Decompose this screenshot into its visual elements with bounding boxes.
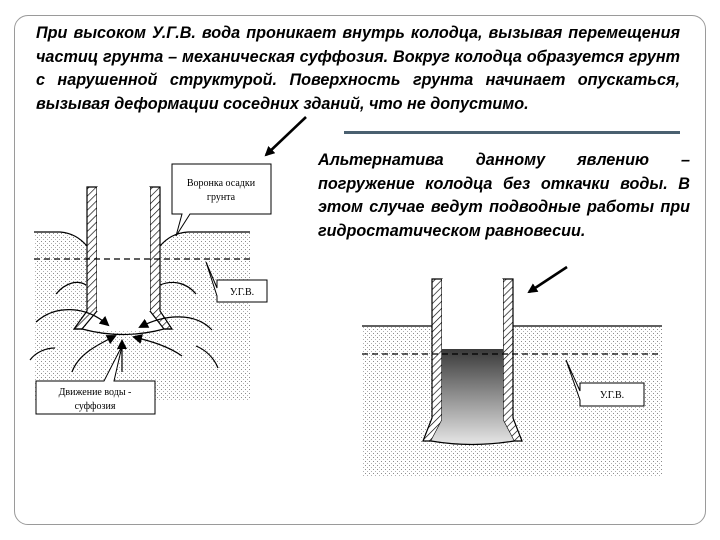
flow-callout-line2: суффозия [75, 401, 116, 412]
divider-line [344, 131, 680, 134]
right-caisson-water [431, 349, 514, 445]
alternative-pointer-arrow [527, 265, 568, 294]
left-caisson-interior [97, 187, 150, 311]
intro-paragraph: При высоком У.Г.В. вода проникает внутрь… [36, 24, 680, 113]
left-caisson-bottom [74, 328, 172, 336]
right-caisson-bottom [430, 440, 515, 446]
left-diagram: Воронка осадки грунта У.Г.В. Движение во… [29, 163, 272, 415]
flow-callout [35, 345, 156, 415]
left-soil [34, 232, 250, 400]
flow-callout-line1: Движение воды - [59, 387, 132, 398]
left-ground-surface [34, 231, 250, 247]
right-ugv-label: У.Г.В. [600, 390, 624, 401]
funnel-callout-line1: Воронка осадки [187, 178, 256, 189]
left-ugv-callout [205, 261, 268, 303]
right-caisson-interior [442, 279, 503, 349]
funnel-callout [171, 163, 272, 237]
left-ugv-label: У.Г.В. [230, 287, 254, 298]
funnel-callout-line2: грунта [207, 192, 236, 203]
right-diagram: У.Г.В. [362, 278, 662, 476]
right-ugv-callout [565, 359, 645, 407]
alternative-paragraph: Альтернатива данному явлению – погружени… [318, 151, 690, 240]
left-flow-lines [29, 281, 219, 373]
intro-pointer-arrow [264, 116, 307, 157]
